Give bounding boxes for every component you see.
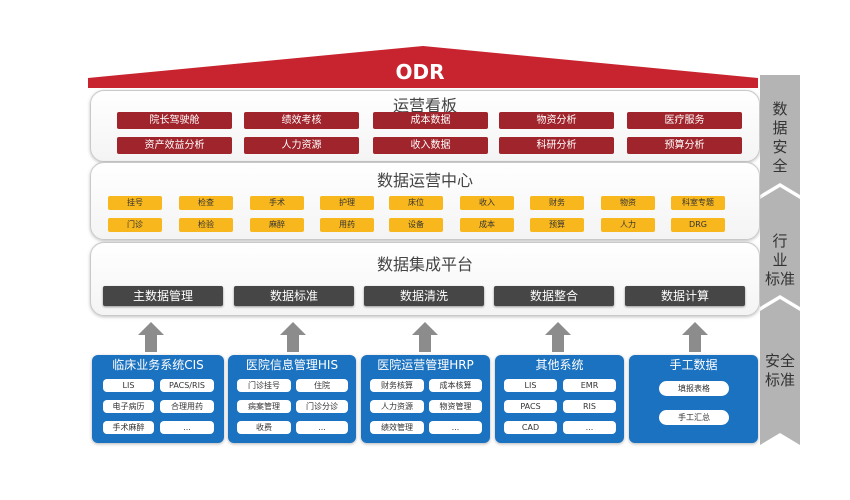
sidebar-label-data-security: 数 据 安 全 bbox=[772, 100, 788, 175]
operations-item[interactable]: 用药 bbox=[320, 218, 374, 232]
roof-banner bbox=[88, 46, 758, 88]
up-arrow-icon bbox=[545, 322, 571, 352]
source-item[interactable]: 电子病历 bbox=[103, 400, 154, 413]
dashboard-title: 运营看板 bbox=[392, 96, 457, 115]
source-system-title: 医院运营管理HRP bbox=[377, 358, 474, 372]
dashboard-item[interactable]: 收入数据 bbox=[373, 137, 488, 154]
source-system-title: 其他系统 bbox=[535, 358, 584, 372]
integration-item[interactable]: 主数据管理 bbox=[103, 286, 223, 306]
dashboard-item[interactable]: 人力资源 bbox=[244, 137, 359, 154]
operations-item[interactable]: 收入 bbox=[460, 196, 514, 210]
source-system-his[interactable]: 医院信息管理HIS 门诊挂号 住院 病案管理 门诊分诊 收费 ... bbox=[228, 355, 356, 443]
source-item[interactable]: 收费 bbox=[237, 421, 291, 434]
dashboard-item[interactable]: 院长驾驶舱 bbox=[117, 112, 232, 129]
source-item[interactable]: CAD bbox=[504, 421, 557, 434]
source-item[interactable]: 门诊挂号 bbox=[237, 379, 291, 392]
dashboard-item[interactable]: 绩效考核 bbox=[244, 112, 359, 129]
operations-item[interactable]: 预算 bbox=[530, 218, 584, 232]
operations-item[interactable]: 物资 bbox=[601, 196, 655, 210]
source-item[interactable]: 手术麻醉 bbox=[103, 421, 154, 434]
source-system-cis[interactable]: 临床业务系统CIS LIS PACS/RIS 电子病历 合理用药 手术麻醉 ..… bbox=[92, 355, 224, 443]
operations-item[interactable]: 成本 bbox=[460, 218, 514, 232]
operations-center-title: 数据运营中心 bbox=[376, 171, 473, 190]
dashboard-item[interactable]: 医疗服务 bbox=[627, 112, 742, 129]
operations-item[interactable]: 财务 bbox=[530, 196, 584, 210]
source-item[interactable]: 病案管理 bbox=[237, 400, 291, 413]
source-item[interactable]: 物资管理 bbox=[429, 400, 482, 413]
operations-item[interactable]: 麻醉 bbox=[250, 218, 304, 232]
source-item[interactable]: ... bbox=[160, 421, 214, 434]
source-item[interactable]: 住院 bbox=[296, 379, 348, 392]
source-item[interactable]: RIS bbox=[563, 400, 616, 413]
operations-item[interactable]: 床位 bbox=[389, 196, 443, 210]
sidebar-label-industry-standard: 行 业 标准 bbox=[764, 232, 795, 288]
source-system-title: 临床业务系统CIS bbox=[112, 358, 204, 372]
source-item[interactable]: ... bbox=[563, 421, 616, 434]
up-arrow-icon bbox=[138, 322, 164, 352]
operations-item[interactable]: 检验 bbox=[179, 218, 233, 232]
operations-item[interactable]: 设备 bbox=[389, 218, 443, 232]
source-system-title: 医院信息管理HIS bbox=[245, 358, 339, 372]
integration-item[interactable]: 数据整合 bbox=[494, 286, 614, 306]
source-item[interactable]: 成本核算 bbox=[429, 379, 482, 392]
integration-item[interactable]: 数据计算 bbox=[625, 286, 745, 306]
sidebar-label-security-standard: 安全 标准 bbox=[764, 352, 795, 389]
dashboard-item[interactable]: 物资分析 bbox=[499, 112, 614, 129]
operations-center-panel: 数据运营中心 挂号 检查 手术 护理 床位 收入 财务 物资 科室专题 门诊 检… bbox=[90, 162, 760, 240]
source-system-other[interactable]: 其他系统 LIS EMR PACS RIS CAD ... bbox=[495, 355, 624, 443]
dashboard-item[interactable]: 成本数据 bbox=[373, 112, 488, 129]
dashboard-item[interactable]: 资产效益分析 bbox=[117, 137, 232, 154]
source-system-hrp[interactable]: 医院运营管理HRP 财务核算 成本核算 人力资源 物资管理 绩效管理 ... bbox=[361, 355, 490, 443]
operations-item[interactable]: 检查 bbox=[179, 196, 233, 210]
source-system-title: 手工数据 bbox=[669, 358, 718, 372]
operations-item[interactable]: 护理 bbox=[320, 196, 374, 210]
source-item[interactable]: 财务核算 bbox=[370, 379, 424, 392]
source-item[interactable]: 门诊分诊 bbox=[296, 400, 348, 413]
source-item[interactable]: 绩效管理 bbox=[370, 421, 424, 434]
source-system-manual[interactable]: 手工数据 填报表格 手工汇总 bbox=[629, 355, 758, 443]
source-item[interactable]: 手工汇总 bbox=[659, 410, 729, 425]
operations-item[interactable]: 手术 bbox=[250, 196, 304, 210]
operations-item[interactable]: 挂号 bbox=[108, 196, 162, 210]
source-item[interactable]: 合理用药 bbox=[160, 400, 214, 413]
up-arrow-icon bbox=[682, 322, 708, 352]
source-item[interactable]: 填报表格 bbox=[659, 381, 729, 396]
source-item[interactable]: LIS bbox=[103, 379, 154, 392]
integration-platform-panel: 数据集成平台 主数据管理 数据标准 数据清洗 数据整合 数据计算 bbox=[90, 242, 760, 316]
platform-title: ODR bbox=[395, 60, 445, 84]
integration-item[interactable]: 数据清洗 bbox=[364, 286, 484, 306]
up-arrow-icon bbox=[412, 322, 438, 352]
source-item[interactable]: PACS/RIS bbox=[160, 379, 214, 392]
dashboard-item[interactable]: 预算分析 bbox=[627, 137, 742, 154]
operations-item[interactable]: DRG bbox=[671, 218, 725, 232]
dashboard-item[interactable]: 科研分析 bbox=[499, 137, 614, 154]
source-item[interactable]: EMR bbox=[563, 379, 616, 392]
source-item[interactable]: ... bbox=[296, 421, 348, 434]
source-item[interactable]: PACS bbox=[504, 400, 557, 413]
operations-item[interactable]: 科室专题 bbox=[671, 196, 725, 210]
up-arrow-icon bbox=[280, 322, 306, 352]
operations-item[interactable]: 门诊 bbox=[108, 218, 162, 232]
source-item[interactable]: 人力资源 bbox=[370, 400, 424, 413]
security-standards-bar bbox=[760, 75, 800, 445]
source-item[interactable]: LIS bbox=[504, 379, 557, 392]
source-item[interactable]: ... bbox=[429, 421, 482, 434]
integration-item[interactable]: 数据标准 bbox=[234, 286, 354, 306]
operations-item[interactable]: 人力 bbox=[601, 218, 655, 232]
dashboard-panel: 运营看板 院长驾驶舱 绩效考核 成本数据 物资分析 医疗服务 资产效益分析 人力… bbox=[90, 90, 760, 162]
integration-platform-title: 数据集成平台 bbox=[376, 255, 473, 274]
